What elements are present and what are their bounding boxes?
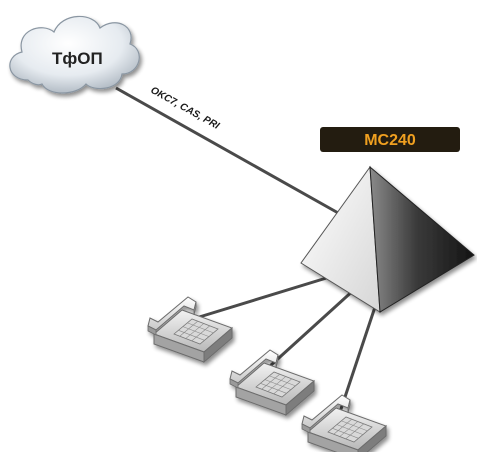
phone-3-line [338, 297, 380, 413]
network-label: ТфОП [52, 49, 103, 68]
device-label: MC240 [364, 132, 416, 149]
desk-phone-icon [229, 349, 315, 416]
cloud-icon [9, 15, 140, 94]
pyramid-icon [300, 165, 475, 313]
phone-2-line [268, 286, 358, 368]
desk-phone-icon [301, 394, 387, 452]
trunk-label: OKC7, CAS, PRI [149, 85, 222, 132]
trunk-line [115, 86, 341, 216]
phone-1-line [195, 270, 347, 320]
device-label-background [320, 127, 460, 152]
desk-phone-icon [147, 296, 233, 363]
